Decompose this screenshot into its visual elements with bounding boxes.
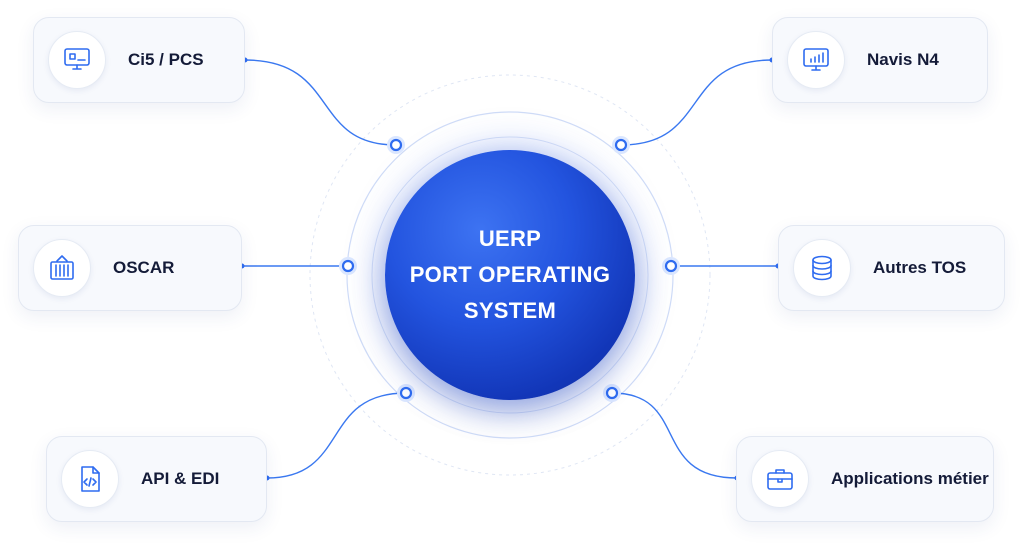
middle-ring — [346, 111, 674, 439]
system-label: Autres TOS — [873, 258, 967, 277]
system-label: Ci5 / PCS — [128, 50, 204, 69]
ring-node-api — [397, 384, 415, 402]
system-label: OSCAR — [113, 258, 175, 277]
central-hub: UERP PORT OPERATING SYSTEM — [385, 150, 635, 400]
system-label: Navis N4 — [867, 50, 939, 69]
ring-node-oscar — [339, 257, 357, 275]
system-card-ci5-pcs[interactable]: Ci5 / PCS — [33, 17, 245, 103]
database-icon — [793, 239, 851, 297]
ring-node-ci5 — [387, 136, 405, 154]
outer-ring — [309, 74, 711, 476]
system-card-navis-n4[interactable]: Navis N4 — [772, 17, 988, 103]
hub-title-line: UERP — [478, 226, 542, 251]
system-card-applications-metier[interactable]: Applications métier — [736, 436, 994, 522]
hub-title-line: PORT OPERATING — [409, 262, 611, 287]
inner-ring — [371, 136, 649, 414]
code-file-icon — [61, 450, 119, 508]
monitor-icon — [48, 31, 106, 89]
connector-navis — [620, 59, 773, 146]
system-label: Applications métier — [831, 469, 989, 488]
hub-title-line: SYSTEM — [463, 298, 557, 323]
connector-ci5 — [244, 59, 397, 146]
connector-applications — [611, 392, 738, 479]
briefcase-icon — [751, 450, 809, 508]
container-icon — [33, 239, 91, 297]
system-card-autres-tos[interactable]: Autres TOS — [778, 225, 1005, 311]
system-card-api-edi[interactable]: API & EDI — [46, 436, 267, 522]
ring-node-navis — [612, 136, 630, 154]
ring-node-autres — [662, 257, 680, 275]
connector-api — [266, 392, 407, 479]
system-label: API & EDI — [141, 469, 220, 488]
ring-node-applications — [603, 384, 621, 402]
chart-monitor-icon — [787, 31, 845, 89]
system-card-oscar[interactable]: OSCAR — [18, 225, 242, 311]
